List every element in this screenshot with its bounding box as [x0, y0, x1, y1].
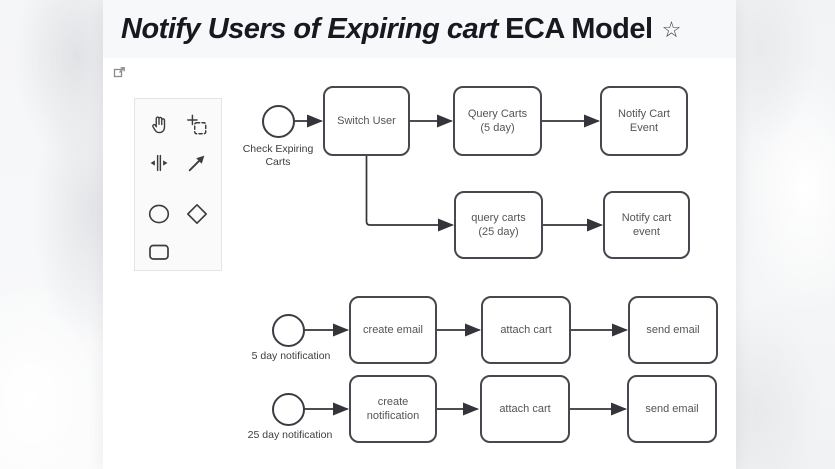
task-notify-cart-event-1[interactable]: Notify Cart Event — [600, 86, 688, 156]
select-transform-icon[interactable] — [179, 106, 215, 144]
task-notify-cart-event-2[interactable]: Notify cart event — [603, 191, 690, 259]
task-label: Query Carts (5 day) — [467, 107, 528, 134]
task-label: attach cart — [500, 323, 552, 336]
toolbar-row-4 — [141, 233, 215, 271]
rounded-rect-shape-icon[interactable] — [141, 233, 177, 271]
diamond-shape-icon[interactable] — [179, 195, 215, 233]
task-label: Notify cart event — [621, 211, 672, 238]
task-attach-cart-1[interactable]: attach cart — [481, 296, 571, 364]
page-title-rest: ECA Model — [505, 12, 653, 45]
event-label: Check Expiring Carts — [242, 143, 314, 169]
arrow-icon[interactable] — [179, 144, 215, 182]
toolbar-row-3 — [141, 195, 215, 233]
task-query-carts-25-day[interactable]: query carts (25 day) — [454, 191, 543, 259]
task-label: query carts (25 day) — [471, 211, 526, 238]
task-create-notification[interactable]: create notification — [349, 375, 437, 443]
task-switch-user[interactable]: Switch User — [323, 86, 410, 156]
connector-switch-to-query25[interactable] — [365, 156, 455, 232]
event-5-day-notification[interactable] — [271, 313, 305, 347]
event-label: 25 day notification — [247, 429, 333, 441]
event-25-day-notification[interactable] — [271, 392, 305, 426]
task-label: Notify Cart Event — [618, 107, 670, 134]
task-label: send email — [646, 323, 700, 336]
event-check-expiring-carts[interactable] — [261, 104, 295, 138]
hand-icon[interactable] — [141, 106, 177, 144]
task-label: send email — [645, 402, 699, 415]
favorite-star-icon[interactable]: ☆ — [661, 16, 682, 42]
task-label: Switch User — [337, 114, 396, 127]
task-send-email-1[interactable]: send email — [628, 296, 718, 364]
task-query-carts-5-day[interactable]: Query Carts (5 day) — [453, 86, 542, 156]
horizontal-spacing-icon[interactable] — [141, 144, 177, 182]
connector-layer — [294, 114, 629, 416]
shape-toolbar — [134, 98, 222, 271]
page-title-italic: Notify Users of Expiring cart — [121, 12, 499, 45]
ellipse-shape-icon[interactable] — [141, 195, 177, 233]
task-label: create notification — [366, 395, 420, 422]
task-create-email[interactable]: create email — [349, 296, 437, 364]
task-label: create email — [363, 323, 423, 336]
task-attach-cart-2[interactable]: attach cart — [480, 375, 570, 443]
blurred-background-left — [0, 0, 103, 469]
task-label: attach cart — [499, 402, 551, 415]
popout-icon[interactable] — [113, 66, 126, 79]
diagram-canvas[interactable]: Check Expiring Carts 5 day notification … — [103, 58, 736, 469]
blurred-background-right — [736, 0, 835, 469]
task-send-email-2[interactable]: send email — [627, 375, 717, 443]
event-label: 5 day notification — [251, 350, 331, 362]
toolbar-row-1 — [141, 106, 215, 144]
toolbar-row-2 — [141, 144, 215, 182]
